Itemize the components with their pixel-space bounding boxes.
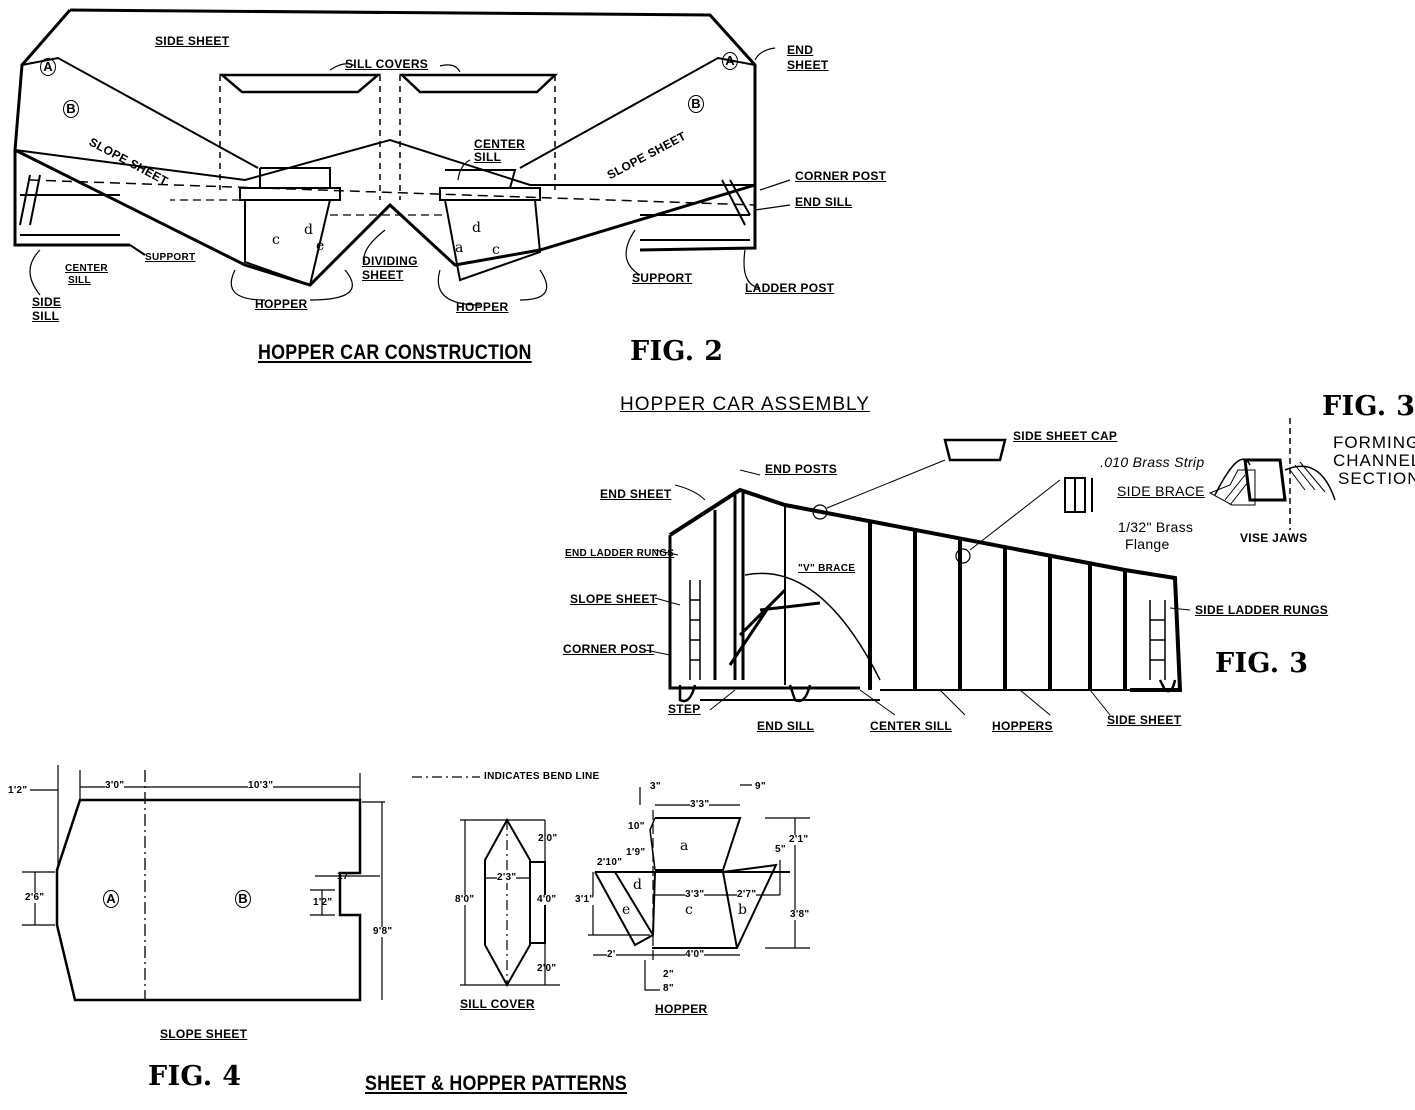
dim-hopper-2-7: 2'7": [737, 889, 757, 900]
label-brass-flange-line1: 1/32" Brass: [1118, 519, 1194, 535]
mark-b-right: B: [688, 95, 704, 113]
part-d-left: d: [304, 222, 313, 238]
label-side-ladder-rungs: SIDE LADDER RUNGS: [1195, 603, 1329, 617]
mark-a-right: A: [722, 52, 738, 70]
hopper-part-c: c: [685, 902, 693, 918]
label-end-sheet-line1: END: [787, 43, 814, 57]
hopper-part-d: d: [633, 877, 642, 893]
dim-hopper-3-8: 3'8": [790, 909, 810, 920]
fig3a-caption-line3: SECTION: [1338, 469, 1415, 488]
mark-a: A: [103, 890, 119, 908]
fig3a-caption-line2: CHANNEL: [1333, 451, 1415, 470]
fig4-label: FIG. 4: [148, 1061, 242, 1092]
label-center-sill-low-line1: CENTER: [65, 263, 108, 274]
fig3-title: HOPPER CAR ASSEMBLY: [620, 394, 870, 415]
label-brass-strip: .010 Brass Strip: [1100, 454, 1205, 470]
label-hopper-left: HOPPER: [255, 297, 308, 311]
label-center-sill-low-line2: SILL: [68, 275, 91, 286]
label-center-sill-line2: SILL: [474, 150, 502, 164]
dim-hopper-3in: 3": [650, 781, 661, 792]
label-dividing-sheet-line2: SHEET: [362, 268, 404, 282]
label-center-sill: CENTER SILL: [870, 719, 952, 733]
label-dividing-sheet-line1: DIVIDING: [362, 254, 418, 268]
dim-10-3: 10'3": [248, 780, 274, 791]
part-e-left: e: [316, 238, 325, 254]
dim-sill-top: 2'0": [538, 833, 558, 844]
label-end-sill: END SILL: [795, 195, 853, 209]
dim-3-0: 3'0": [105, 780, 125, 791]
label-hopper-right: HOPPER: [456, 300, 509, 314]
label-hoppers: HOPPERS: [992, 719, 1053, 733]
label-side-sheet: SIDE SHEET: [1107, 713, 1182, 727]
part-d-right: d: [472, 220, 481, 236]
fig2-label: FIG. 2: [630, 336, 724, 367]
fig3a-label: FIG. 3A: [1322, 391, 1415, 422]
fig4-slope-sheet-pattern: [22, 765, 385, 1002]
label-sill-covers: SILL COVERS: [345, 57, 429, 71]
hopper-part-b: b: [738, 902, 747, 918]
dim-sill-2-3: 2'3": [497, 872, 517, 883]
dim-hopper-10in: 10": [628, 821, 645, 832]
label-end-sheet: END SHEET: [600, 487, 672, 501]
fig2-hopper-car-construction: [13, 8, 791, 306]
part-c-right: c: [492, 242, 500, 258]
label-side-sill-line2: SILL: [32, 309, 60, 323]
dim-hopper-8in: 8": [663, 983, 674, 994]
caption-hopper: HOPPER: [655, 1002, 708, 1016]
label-end-ladder-rungs: END LADDER RUNGS: [565, 548, 675, 559]
part-c-left: c: [272, 232, 280, 248]
label-side-sheet: SIDE SHEET: [155, 34, 230, 48]
label-vise-jaws: VISE JAWS: [1240, 531, 1308, 545]
label-side-sill-line1: SIDE: [32, 295, 62, 309]
fig4-title: SHEET & HOPPER PATTERNS: [365, 1072, 628, 1095]
dim-hopper-2-1: 2'1": [789, 834, 809, 845]
dim-sill-bot: 2'0": [537, 963, 557, 974]
dim-hopper-2-10: 2'10": [597, 857, 623, 868]
dim-1-2b: 1'2": [313, 897, 333, 908]
dim-sill-mid: 4'0": [537, 894, 557, 905]
dim-hopper-1-9: 1'9": [626, 847, 646, 858]
label-corner-post: CORNER POST: [795, 169, 887, 183]
hopper-part-a: a: [680, 838, 689, 854]
label-center-sill-line1: CENTER: [474, 137, 526, 151]
dim-17: 17": [337, 871, 354, 882]
dim-hopper-2ft: 2': [607, 949, 616, 960]
label-slope-sheet: SLOPE SHEET: [570, 592, 658, 606]
dim-9-8: 9'8": [373, 926, 393, 937]
dim-1-2: 1'2": [8, 785, 28, 796]
dim-hopper-2in: 2": [663, 969, 674, 980]
label-end-sill: END SILL: [757, 719, 815, 733]
label-end-posts: END POSTS: [765, 462, 838, 476]
label-brass-flange-line2: Flange: [1125, 536, 1170, 552]
label-support-right: SUPPORT: [632, 271, 693, 285]
part-a-right: a: [455, 240, 464, 256]
fig3a-caption-line1: FORMING: [1333, 433, 1415, 452]
dim-hopper-3-1: 3'1": [575, 894, 595, 905]
caption-slope-sheet: SLOPE SHEET: [160, 1027, 248, 1041]
fig3-hopper-car-assembly: [644, 418, 1336, 716]
caption-sill-cover: SILL COVER: [460, 997, 535, 1011]
label-corner-post: CORNER POST: [563, 642, 655, 656]
label-side-sheet-cap: SIDE SHEET CAP: [1013, 429, 1118, 443]
dim-hopper-5in: 5": [775, 844, 786, 855]
legend-bend-line: INDICATES BEND LINE: [484, 771, 600, 782]
dim-hopper-3-3b: 3'3": [685, 889, 705, 900]
dim-2-6: 2'6": [25, 892, 45, 903]
dim-hopper-3-3a: 3'3": [690, 799, 710, 810]
label-step: STEP: [668, 702, 701, 716]
mark-b-left: B: [63, 100, 79, 118]
fig3-label: FIG. 3: [1215, 648, 1309, 679]
dim-sill-8-0: 8'0": [455, 894, 475, 905]
label-side-brace: SIDE BRACE: [1117, 483, 1205, 499]
hopper-part-e: e: [622, 902, 631, 918]
dim-hopper-9in: 9": [755, 781, 766, 792]
mark-a-left: A: [40, 58, 56, 76]
label-v-brace: "V" BRACE: [798, 563, 856, 574]
fig2-title: HOPPER CAR CONSTRUCTION: [258, 341, 532, 364]
mark-b: B: [235, 890, 251, 908]
label-support-left: SUPPORT: [145, 252, 196, 263]
dim-hopper-4-0: 4'0": [685, 949, 705, 960]
label-ladder-post: LADDER POST: [745, 281, 835, 295]
label-end-sheet-line2: SHEET: [787, 58, 829, 72]
